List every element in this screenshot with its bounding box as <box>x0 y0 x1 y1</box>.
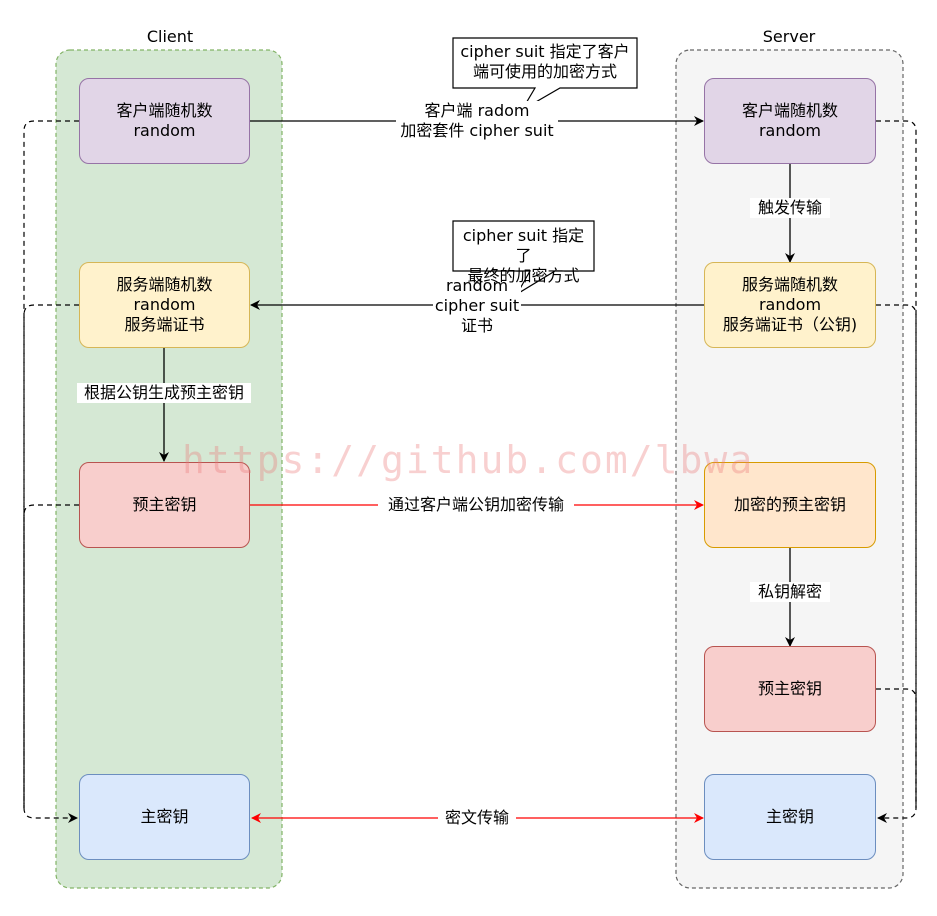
server-lane-title: Server <box>762 27 816 46</box>
label-cipher-transfer: 密文传输 <box>438 808 516 828</box>
dashed-server-random-to-master <box>23 304 79 808</box>
dashed-server-premaster-to-master <box>876 688 917 808</box>
callout-text-1: cipher suit 指定了客户 端可使用的加密方式 <box>460 42 630 81</box>
label-client-hello: 客户端 radom 加密套件 cipher suit <box>396 101 558 141</box>
dashed-premaster-to-master <box>23 504 79 808</box>
server-premaster-node: 预主密钥 <box>704 646 876 732</box>
label-encrypt-send: 通过客户端公钥加密传输 <box>378 495 574 515</box>
client-random-node: 客户端随机数 random <box>79 78 250 164</box>
client-premaster-node: 预主密钥 <box>79 462 250 548</box>
callout-text-2: cipher suit 指定了 最终的加密方式 <box>462 226 585 285</box>
label-gen-premaster: 根据公钥生成预主密钥 <box>77 383 251 403</box>
server-random-node: 服务端随机数 random 服务端证书（公钥) <box>704 262 876 348</box>
server-master-key-node: 主密钥 <box>704 774 876 860</box>
label-decrypt: 私钥解密 <box>750 582 830 602</box>
watermark: https://github.com/lbwa <box>182 438 755 482</box>
label-server-hello: random cipher suit 证书 <box>433 276 521 336</box>
client-master-key-node: 主密钥 <box>79 774 250 860</box>
server-encrypted-premaster-node: 加密的预主密钥 <box>704 462 876 548</box>
callout-bubble-1 <box>452 37 638 112</box>
callout-bubble-2 <box>452 220 595 296</box>
label-trigger: 触发传输 <box>750 198 830 218</box>
client-lane-title: Client <box>146 27 194 46</box>
server-client-random-node: 客户端随机数 random <box>704 78 876 164</box>
client-server-random-node: 服务端随机数 random 服务端证书 <box>79 262 250 348</box>
dashed-server-server-random-to-master <box>876 304 917 808</box>
dashed-client-random-to-master <box>23 120 79 823</box>
